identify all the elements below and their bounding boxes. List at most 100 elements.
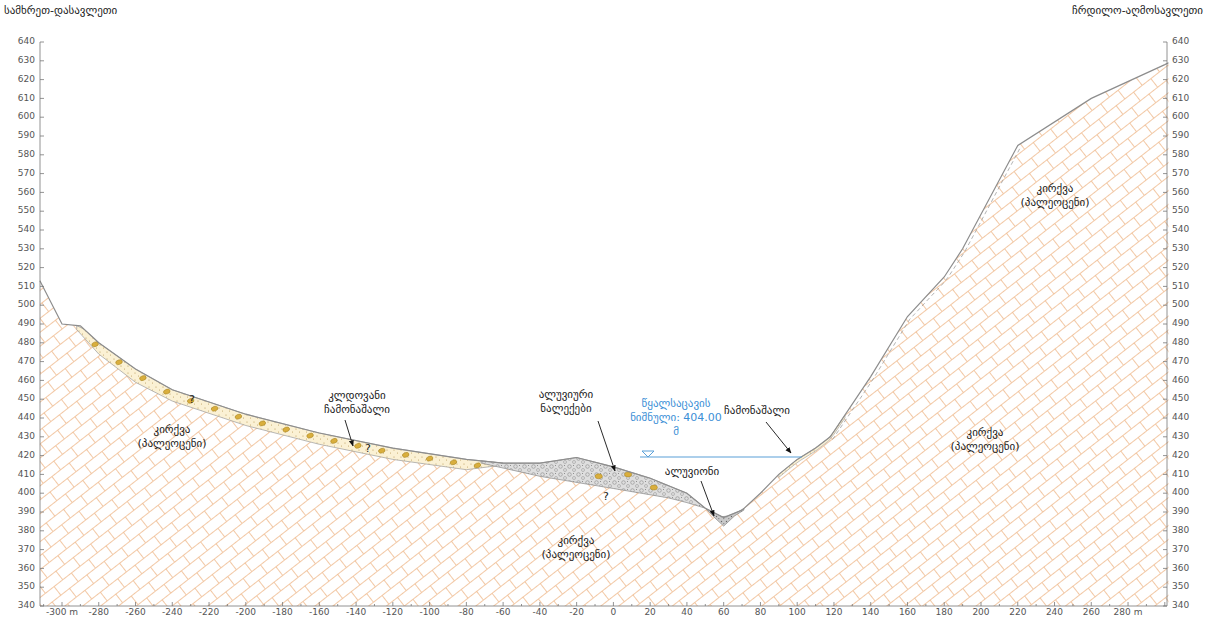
tick — [1163, 286, 1167, 287]
layer-label: ჩამონაშალი — [724, 404, 790, 418]
elevation-value: 600 — [1172, 112, 1189, 122]
elevation-value: 370 — [18, 545, 35, 555]
elevation-value: 580 — [18, 150, 35, 160]
distance-value: -200 — [236, 608, 256, 618]
elevation-value: 610 — [18, 94, 35, 104]
elevation-value: 600 — [18, 112, 35, 122]
tick — [264, 604, 265, 606]
rocky-debris — [77, 326, 503, 470]
ground-surface — [40, 63, 1169, 518]
tick — [1163, 455, 1167, 456]
boulder — [426, 455, 434, 462]
elevation-value: 510 — [18, 282, 35, 292]
tick — [1163, 568, 1167, 569]
tick — [1163, 154, 1167, 155]
boulder — [650, 485, 657, 490]
tick — [227, 604, 228, 606]
elevation-value: 420 — [1172, 451, 1189, 461]
tick — [797, 602, 798, 606]
distance-value: 280 m — [1114, 608, 1143, 618]
uncertain-mark: ? — [189, 393, 195, 407]
elevation-value: 450 — [18, 394, 35, 404]
distance-value: -300 m — [46, 608, 78, 618]
distance-value: -140 — [346, 608, 366, 618]
distance-value: -220 — [199, 608, 219, 618]
tick — [40, 474, 44, 475]
tick — [1163, 230, 1167, 231]
distance-value: -20 — [569, 608, 584, 618]
tick — [1163, 530, 1167, 531]
elevation-value: 530 — [18, 244, 35, 254]
elevation-value: 480 — [1172, 338, 1189, 348]
tick — [760, 602, 761, 606]
tick — [833, 602, 834, 606]
distance-value: -60 — [496, 608, 511, 618]
tick — [80, 604, 81, 606]
elevation-value: 500 — [18, 300, 35, 310]
elevation-value: 400 — [18, 488, 35, 498]
elevation-value: 520 — [18, 263, 35, 273]
distance-value: 260 — [1083, 608, 1100, 618]
tick — [40, 136, 44, 137]
elevation-value: 460 — [18, 376, 35, 386]
elevation-value: 490 — [18, 319, 35, 329]
boulder — [450, 459, 458, 466]
boulder — [139, 375, 147, 382]
boulder — [211, 405, 219, 412]
tick — [319, 602, 320, 606]
tick — [40, 98, 44, 99]
elevation-value: 480 — [18, 338, 35, 348]
elevation-value: 530 — [1172, 244, 1189, 254]
tick — [723, 602, 724, 606]
tick — [1128, 602, 1129, 606]
tick — [98, 602, 99, 606]
tick — [300, 604, 301, 606]
elevation-value: 350 — [18, 582, 35, 592]
tick — [650, 602, 651, 606]
layer-label: ალუვიონი — [665, 465, 719, 479]
distance-value: -280 — [89, 608, 109, 618]
distance-value: -80 — [459, 608, 474, 618]
tick — [944, 602, 945, 606]
distance-value: 100 — [789, 608, 806, 618]
elevation-value: 510 — [1172, 282, 1189, 292]
tick — [62, 602, 63, 606]
tick — [925, 604, 926, 606]
layer-label: კლდოვანი ჩამონაშალი — [324, 389, 390, 417]
tick — [374, 604, 375, 606]
elevation-value: 360 — [1172, 564, 1189, 574]
boulder — [378, 447, 386, 454]
tick — [576, 602, 577, 606]
tick — [466, 602, 467, 606]
tick — [852, 604, 853, 606]
tick — [1163, 342, 1167, 343]
boulder — [354, 442, 362, 449]
tick — [282, 602, 283, 606]
water-level — [640, 456, 802, 457]
boulder — [402, 452, 410, 459]
elevation-value: 560 — [1172, 188, 1189, 198]
elevation-value: 470 — [1172, 357, 1189, 367]
tick — [1163, 324, 1167, 325]
distance-value: 180 — [936, 608, 953, 618]
tick — [686, 602, 687, 606]
elevation-value: 380 — [1172, 526, 1189, 536]
tick — [40, 267, 44, 268]
direction-label: სამხრეთ-დასავლეთი — [4, 4, 117, 18]
tick — [40, 587, 44, 588]
tick — [1163, 173, 1167, 174]
elevation-value: 340 — [1172, 601, 1189, 611]
tick — [1163, 192, 1167, 193]
tick — [117, 604, 118, 606]
elevation-value: 390 — [1172, 507, 1189, 517]
tick — [411, 604, 412, 606]
layer-label: კირქვა (პალეოცენი) — [542, 534, 611, 562]
tick — [135, 602, 136, 606]
tick — [153, 604, 154, 606]
tick — [981, 602, 982, 606]
tick — [870, 602, 871, 606]
limestone — [40, 63, 1169, 606]
tick — [1163, 380, 1167, 381]
elevation-value: 340 — [18, 601, 35, 611]
tick — [40, 248, 44, 249]
